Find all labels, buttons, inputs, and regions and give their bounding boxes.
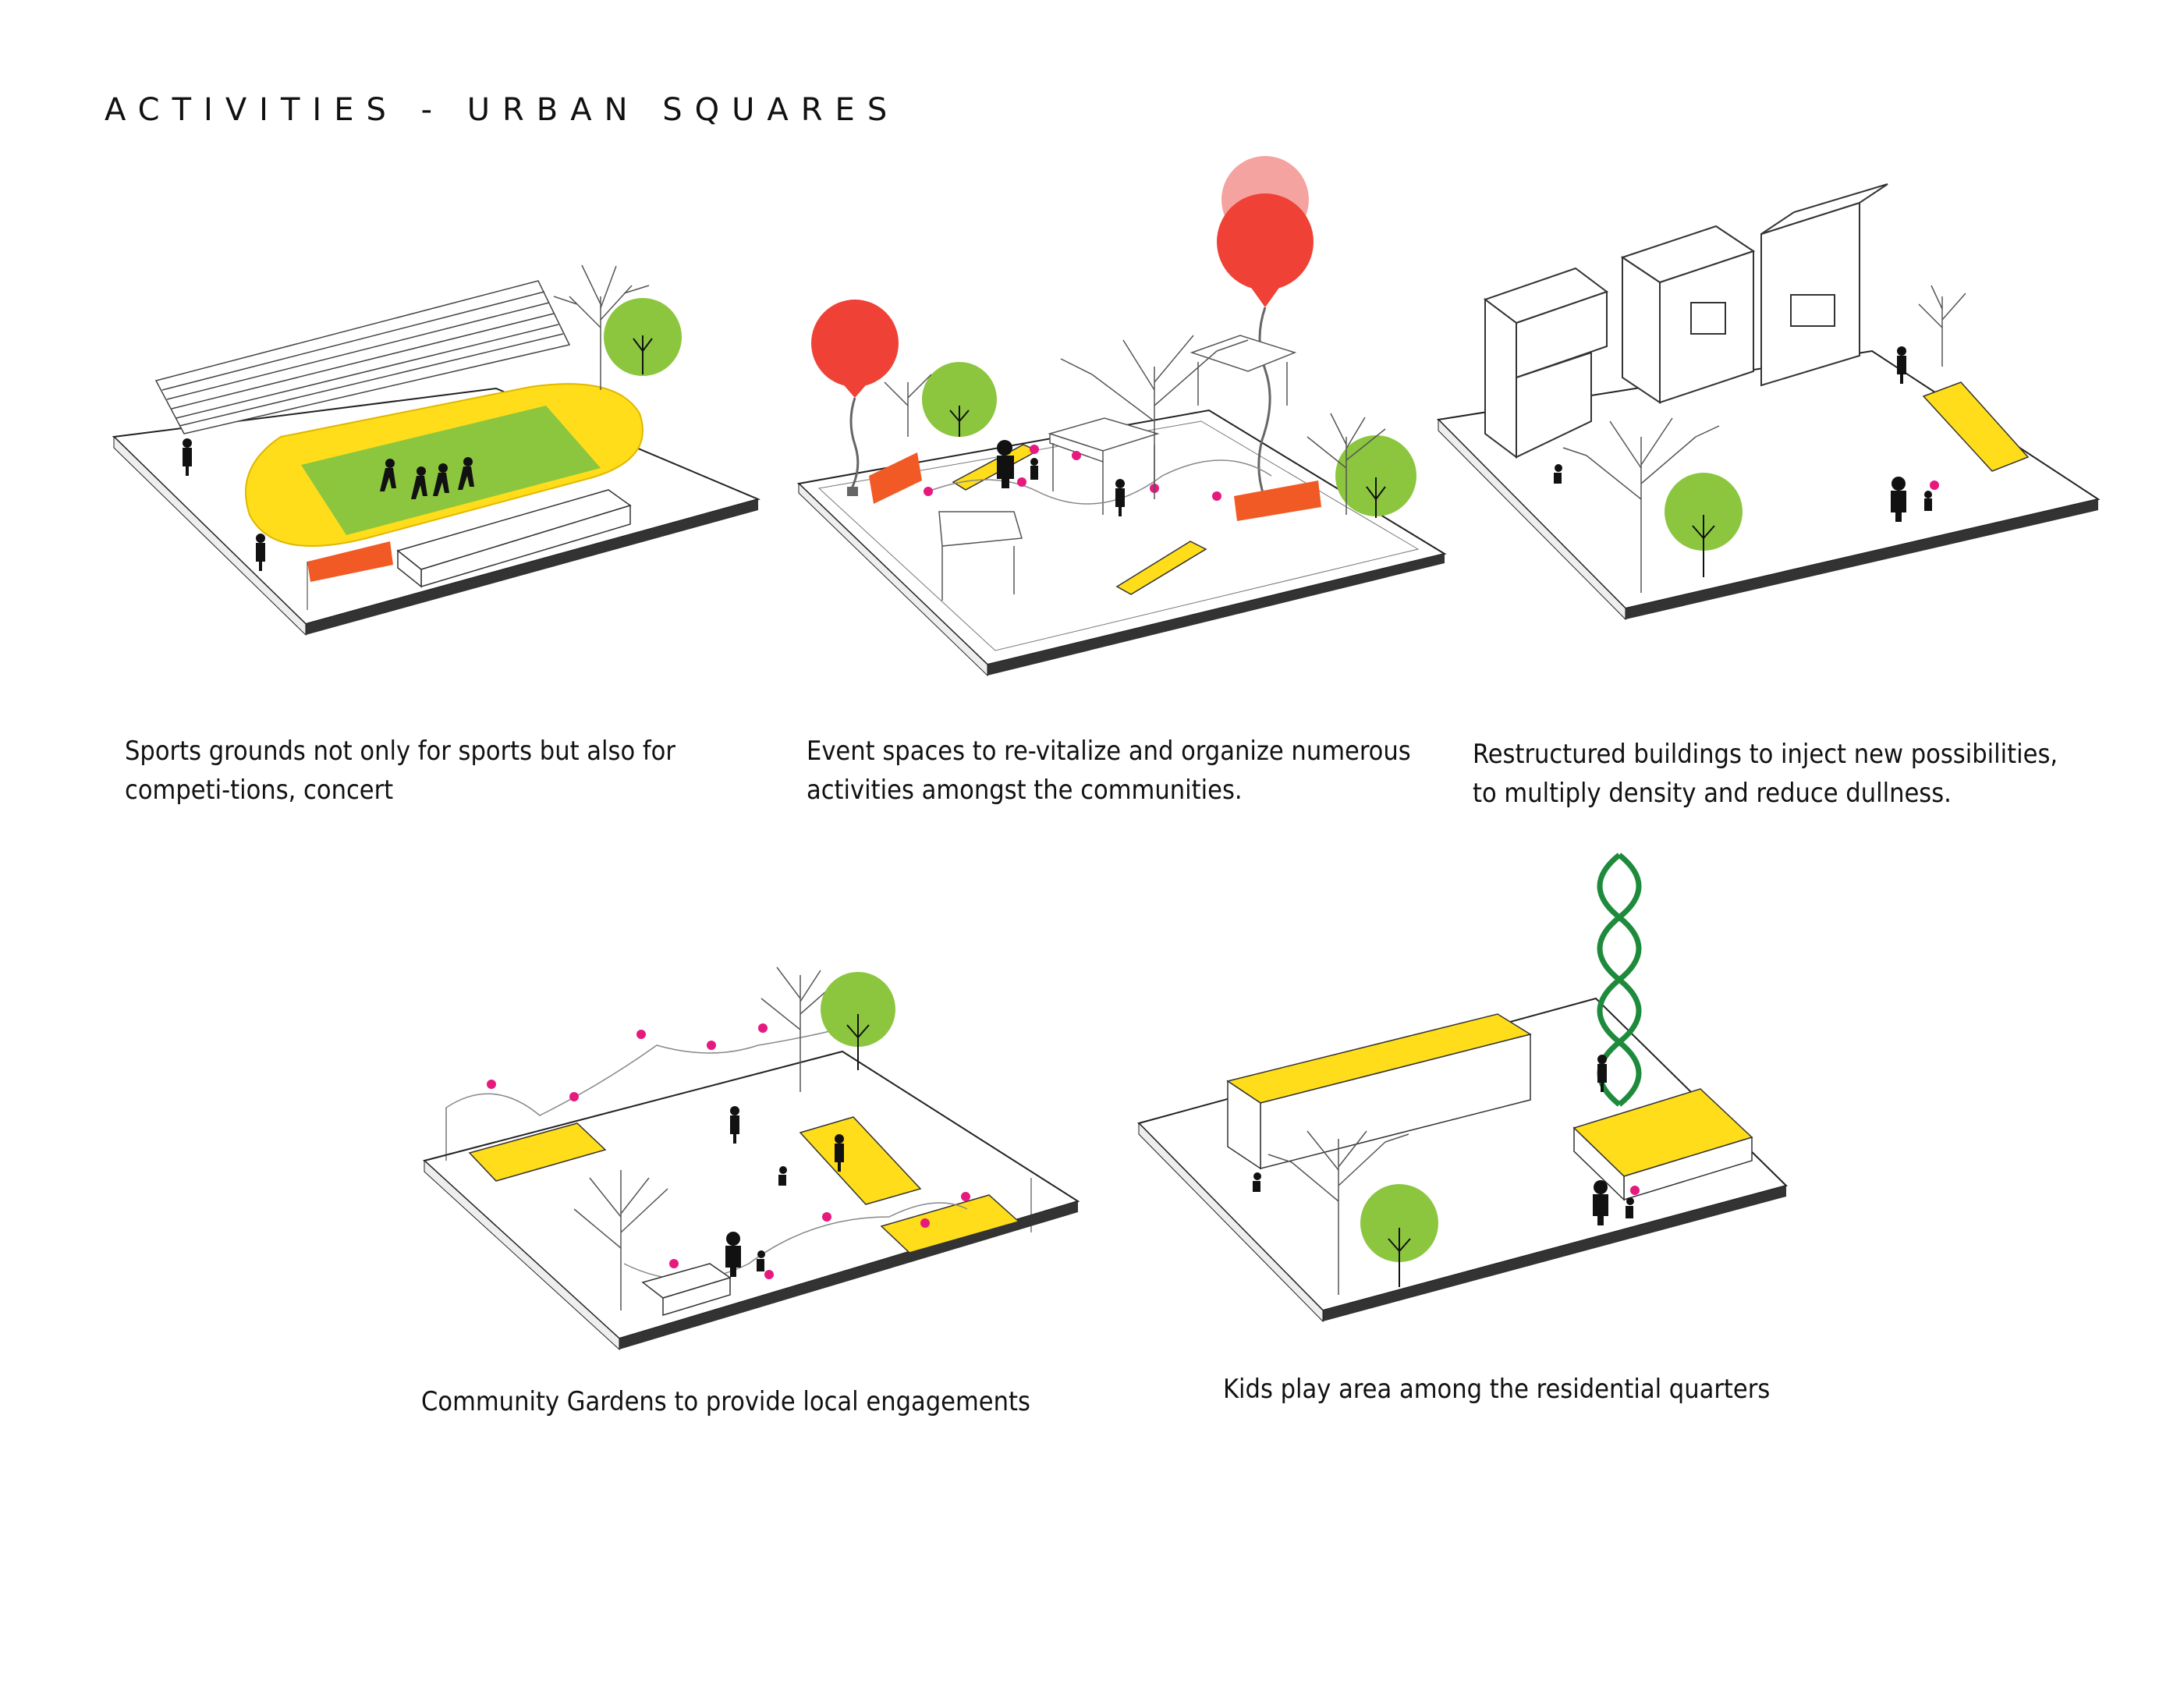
gardens-base [422,1050,1080,1351]
tree-green-sports [604,298,682,376]
trees-kids [1268,1130,1438,1295]
caption-kids: Kids play area among the residential qua… [1223,1374,1771,1405]
tree-bare-sports [553,264,650,390]
people-sports [183,438,265,571]
trees-buildings [1562,285,1966,593]
trees-events [884,335,1416,518]
sheet-title: ACTIVITIES - URBAN SQUARES [105,92,900,128]
yellow-block-large [1226,1013,1532,1170]
pavilions [938,335,1297,601]
caption-buildings: Restructured buildings to inject new pos… [1473,739,2058,809]
building-blocks [1483,183,1888,459]
banners-events [869,452,1321,521]
light-string-events [924,445,1272,505]
people-gardens [725,1106,844,1277]
stage-block [396,489,632,588]
trees-gardens [573,966,895,1310]
yellow-block-small [1572,1088,1753,1201]
players-group [380,457,474,499]
balloon-left [811,300,899,496]
caption-gardens: Community Gardens to provide local engag… [421,1386,1030,1417]
grandstand [154,280,571,434]
caption-sports: Sports grounds not only for sports but a… [125,736,675,806]
kids-base [1137,997,1788,1323]
people-events [997,440,1125,516]
bench-yellow-buildings [1922,381,2030,472]
balloon-right [1217,156,1314,512]
events-base [796,409,1447,677]
people-kids [1253,1055,1640,1225]
bench-gardens [641,1263,732,1317]
people-buildings [1554,346,1939,522]
buildings-base [1436,349,2101,621]
garden-beds [468,1116,1020,1254]
banner-orange [307,541,393,610]
caption-events: Event spaces to re-vitalize and organize… [807,736,1411,806]
